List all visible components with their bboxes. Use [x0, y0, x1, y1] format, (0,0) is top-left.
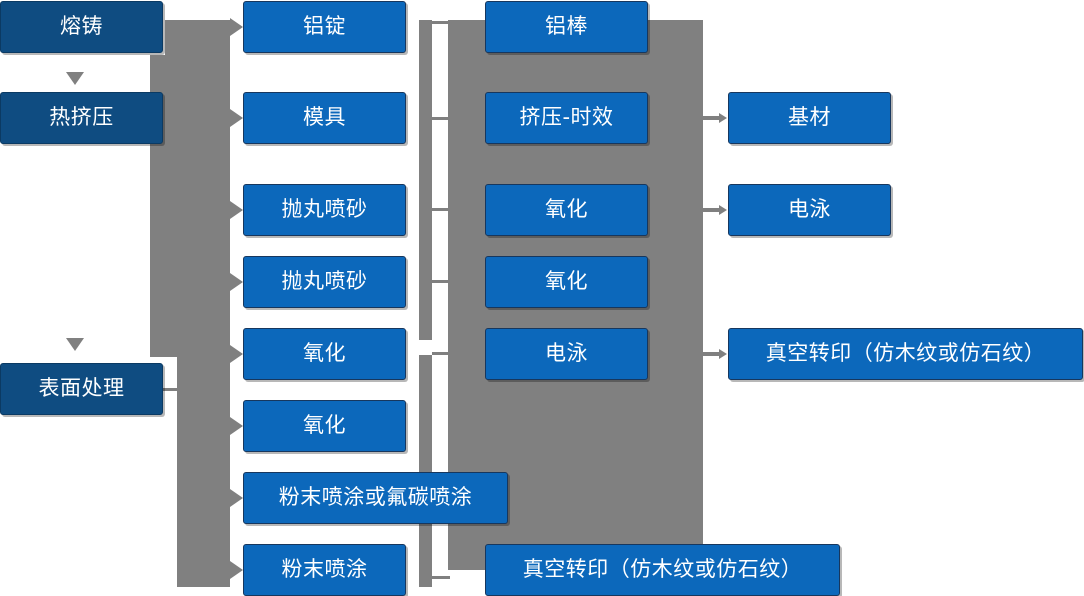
arrow-stem — [703, 352, 719, 356]
arrow-to-aluminum-ingot — [230, 18, 243, 36]
middle-connector-bar-lower — [419, 355, 432, 587]
tick-to-aluminum-bar — [432, 21, 450, 24]
node-label: 氧化 — [545, 269, 588, 294]
node-oxidation-1[interactable]: 氧化 — [243, 328, 406, 380]
tick-to-vacuum-transfer-bottom — [432, 576, 450, 579]
node-label: 真空转印（仿木纹或仿石纹） — [522, 557, 803, 582]
surface-treatment-stub — [162, 388, 182, 391]
node-label: 电泳 — [788, 197, 831, 222]
arrow-head — [719, 205, 727, 215]
node-aluminum-ingot[interactable]: 铝锭 — [243, 1, 406, 53]
node-electrophoresis-2[interactable]: 电泳 — [728, 184, 891, 236]
arrow-to-shot-blasting-2 — [230, 273, 243, 291]
node-label: 熔铸 — [60, 14, 103, 39]
node-label: 表面处理 — [38, 376, 125, 401]
node-label: 抛丸喷砂 — [281, 269, 368, 294]
arrow-stem — [703, 208, 719, 212]
node-label: 氧化 — [303, 341, 346, 366]
arrow-to-powder-coating — [230, 561, 243, 579]
node-oxidation-2[interactable]: 氧化 — [243, 400, 406, 452]
node-label: 挤压-时效 — [519, 105, 614, 130]
node-label: 基材 — [788, 105, 831, 130]
node-oxidation-4[interactable]: 氧化 — [485, 256, 648, 308]
node-label: 模具 — [303, 105, 346, 130]
tick-to-oxidation-4 — [432, 280, 450, 283]
node-label: 氧化 — [303, 413, 346, 438]
node-label: 铝棒 — [545, 14, 588, 39]
arrow-head — [719, 113, 727, 123]
node-aluminum-bar[interactable]: 铝棒 — [485, 1, 648, 53]
left-connector-band-lower — [177, 357, 230, 587]
node-substrate[interactable]: 基材 — [728, 92, 891, 144]
tick-to-electrophoresis-1 — [432, 352, 450, 355]
node-label: 热挤压 — [49, 105, 114, 130]
arrow-down-to-hot-extrusion — [66, 72, 84, 85]
node-hot-extrusion[interactable]: 热挤压 — [0, 92, 163, 144]
node-label: 真空转印（仿木纹或仿石纹） — [765, 341, 1046, 366]
node-vacuum-transfer-bottom[interactable]: 真空转印（仿木纹或仿石纹） — [485, 544, 840, 596]
node-label: 氧化 — [545, 197, 588, 222]
arrow-to-powder-or-pvdf — [230, 489, 243, 507]
node-oxidation-3[interactable]: 氧化 — [485, 184, 648, 236]
left-connector-band-main — [150, 55, 230, 357]
node-powder-coating[interactable]: 粉末喷涂 — [243, 544, 406, 596]
arrow-head — [719, 349, 727, 359]
tick-to-oxidation-3 — [432, 208, 450, 211]
node-label: 粉末喷涂 — [281, 557, 368, 582]
node-vacuum-transfer[interactable]: 真空转印（仿木纹或仿石纹） — [728, 328, 1083, 380]
node-mould[interactable]: 模具 — [243, 92, 406, 144]
node-shot-blasting-1[interactable]: 抛丸喷砂 — [243, 184, 406, 236]
arrow-to-oxidation-1 — [230, 345, 243, 363]
arrow-to-mould — [230, 109, 243, 127]
arrow-to-vacuum-transfer — [703, 349, 727, 359]
arrow-to-shot-blasting-1 — [230, 201, 243, 219]
node-shot-blasting-2[interactable]: 抛丸喷砂 — [243, 256, 406, 308]
tick-to-extrusion-aging — [432, 117, 450, 120]
node-surface-treatment[interactable]: 表面处理 — [0, 363, 163, 415]
node-label: 抛丸喷砂 — [281, 197, 368, 222]
arrow-to-oxidation-2 — [230, 417, 243, 435]
middle-connector-bar-upper — [419, 20, 432, 340]
node-label: 铝锭 — [303, 14, 346, 39]
node-extrusion-aging[interactable]: 挤压-时效 — [485, 92, 648, 144]
node-label: 电泳 — [545, 341, 588, 366]
arrow-stem — [703, 116, 719, 120]
node-melt-cast[interactable]: 熔铸 — [0, 1, 163, 53]
arrow-down-to-surface-treatment — [66, 338, 84, 351]
node-label: 粉末喷涂或氟碳喷涂 — [278, 485, 473, 510]
arrow-to-electrophoresis-2 — [703, 205, 727, 215]
node-electrophoresis-1[interactable]: 电泳 — [485, 328, 648, 380]
node-powder-or-pvdf[interactable]: 粉末喷涂或氟碳喷涂 — [243, 472, 508, 524]
left-connector-band-upper — [165, 20, 230, 55]
arrow-to-substrate — [703, 113, 727, 123]
